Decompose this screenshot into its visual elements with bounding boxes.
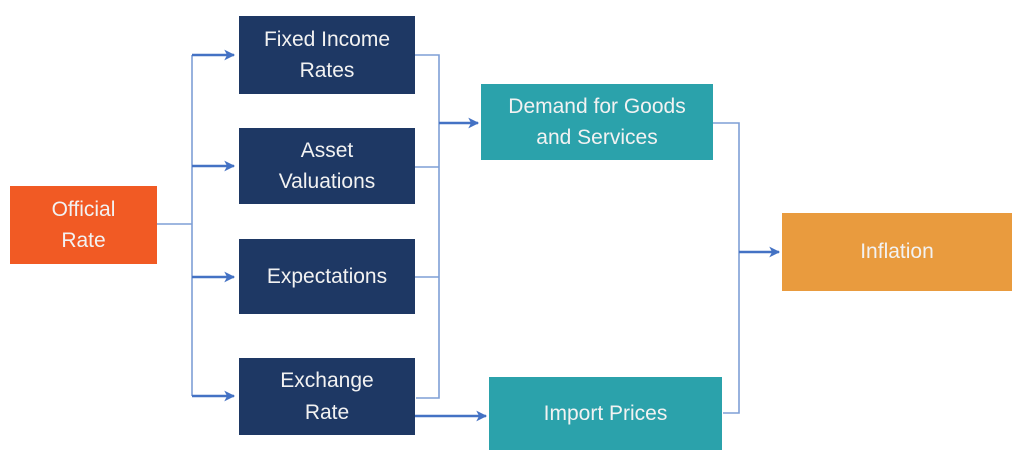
connector-right-collector-line — [415, 54, 440, 399]
node-official-rate-label: Official Rate — [51, 197, 116, 253]
node-fixed-income-rates: Fixed Income Rates — [239, 16, 415, 94]
connector-to-inflation-collector — [713, 122, 740, 414]
node-import-prices-label: Import Prices — [543, 401, 668, 425]
node-exchange-rate: Exchange Rate — [239, 358, 415, 435]
node-expectations-label: Expectations — [266, 264, 388, 288]
node-asset-valuations: Asset Valuations — [239, 128, 415, 204]
node-official-rate: Official Rate — [10, 186, 157, 264]
node-demand-for-goods-and-services: Demand for Goods and Services — [481, 84, 713, 160]
node-demand-for-goods-and-services-label: Demand for Goods and Services — [508, 94, 686, 150]
node-import-prices: Import Prices — [489, 377, 722, 450]
node-asset-valuations-label: Asset Valuations — [278, 138, 376, 194]
node-inflation: Inflation — [782, 213, 1012, 291]
node-fixed-income-rates-label: Fixed Income Rates — [263, 27, 391, 83]
node-inflation-label: Inflation — [860, 240, 934, 264]
node-exchange-rate-label: Exchange Rate — [280, 369, 374, 424]
node-expectations: Expectations — [239, 239, 415, 314]
